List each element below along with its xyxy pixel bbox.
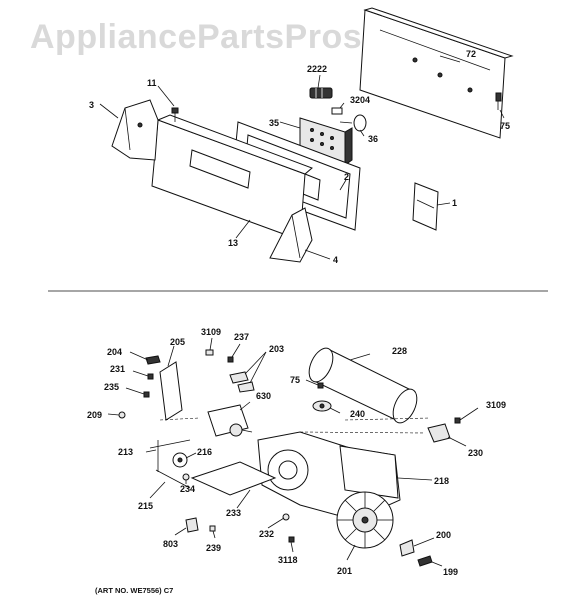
callout-11: 11: [147, 78, 157, 88]
callout-3: 3: [89, 100, 94, 110]
callout-200: 200: [436, 530, 451, 540]
callout-203: 203: [269, 344, 284, 354]
callout-234: 234: [180, 484, 195, 494]
callout-239: 239: [206, 543, 221, 553]
part-215-spring: [155, 469, 191, 489]
callout-201: 201: [337, 566, 352, 576]
callout-630: 630: [256, 391, 271, 401]
part-3109-screw-right: [454, 417, 461, 424]
callout-215: 215: [138, 501, 153, 511]
part-13-console: [151, 114, 313, 241]
callout-216: 216: [197, 447, 212, 457]
part-204-clip: [145, 355, 161, 365]
part-11-screw: [171, 107, 179, 122]
part-232-clip: [282, 513, 290, 521]
part-237-screw: [227, 356, 234, 363]
part-3109-screw-left: [205, 349, 214, 356]
callout-232: 232: [259, 529, 274, 539]
part-233-motor-bracket: [190, 461, 277, 496]
callout-75-lower: 75: [290, 375, 300, 385]
part-803-harness-clip: [185, 517, 199, 533]
part-213-idler-arm: [149, 439, 191, 472]
part-216-idler-pulley: [172, 452, 188, 468]
part-2222-knob: [309, 87, 333, 99]
callout-235: 235: [104, 382, 119, 392]
part-240-thermostat: [312, 400, 332, 412]
part-4-end-cap-right: [269, 207, 313, 263]
callout-3204: 3204: [350, 95, 370, 105]
part-72-rear-panel: [359, 7, 514, 139]
part-203-clamps: [229, 371, 255, 393]
callout-2: 2: [344, 172, 349, 182]
callout-4: 4: [333, 255, 338, 265]
callout-233: 233: [226, 508, 241, 518]
part-3-end-cap-left: [111, 99, 159, 161]
part-36-lamp: [339, 114, 367, 132]
part-75-screw-top: [495, 92, 502, 110]
callout-237: 237: [234, 332, 249, 342]
part-235-screw: [143, 391, 150, 398]
callout-240: 240: [350, 409, 365, 419]
part-200-bracket: [399, 539, 415, 557]
callout-36: 36: [368, 134, 378, 144]
part-228-exhaust-duct: [308, 347, 418, 424]
part-231-screw: [147, 373, 154, 380]
assembly-dashed-lines: [159, 417, 431, 434]
callout-2222: 2222: [307, 64, 327, 74]
leader-lines-lower: [107, 337, 479, 567]
callout-3118: 3118: [278, 555, 298, 565]
callout-1: 1: [452, 198, 457, 208]
part-239-screw: [209, 525, 216, 532]
part-630-timer: [207, 404, 253, 437]
part-234-nut: [182, 473, 190, 481]
part-75-screw-lower: [317, 382, 324, 389]
callout-231: 231: [110, 364, 125, 374]
callout-230: 230: [468, 448, 483, 458]
callout-3109-right: 3109: [486, 400, 506, 410]
callout-13: 13: [228, 238, 238, 248]
part-201-blower-wheel: [336, 491, 394, 549]
callout-803: 803: [163, 539, 178, 549]
callout-35: 35: [269, 118, 279, 128]
callout-72: 72: [466, 49, 476, 59]
callout-209: 209: [87, 410, 102, 420]
part-209-grommet: [118, 411, 126, 419]
part-205-bracket: [159, 361, 183, 421]
callout-199: 199: [443, 567, 458, 577]
callout-3109-left: 3109: [201, 327, 221, 337]
part-1-wiring-diagram-sheet: [412, 182, 439, 231]
part-3118-screw: [288, 536, 295, 543]
callout-75-upper: 75: [500, 121, 510, 131]
callout-218: 218: [434, 476, 449, 486]
leader-lines-upper: [99, 55, 505, 260]
callout-228: 228: [392, 346, 407, 356]
callout-labels: 11 3 2222 3204 35 36 72 75 2 1 13 4 3109…: [87, 49, 510, 577]
art-number-note: (ART NO. WE7556) C7: [95, 586, 173, 595]
part-230-sensor: [427, 423, 451, 443]
callout-213: 213: [118, 447, 133, 457]
callout-204: 204: [107, 347, 122, 357]
part-199-screw: [417, 555, 433, 567]
callout-205: 205: [170, 337, 185, 347]
part-3204-lamp-holder: [331, 107, 343, 115]
